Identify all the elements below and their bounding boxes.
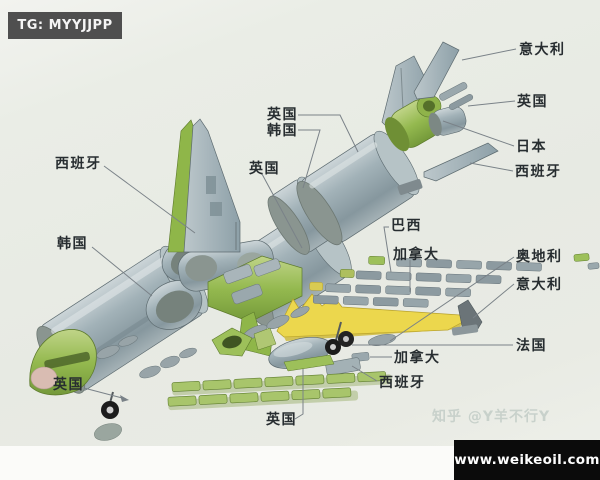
nose-cone-part <box>29 329 97 396</box>
label-brazil: 巴西 <box>391 218 422 234</box>
label-italy-right: 意大利 <box>516 277 563 293</box>
nose-landing-gear <box>94 391 122 441</box>
label-korea-left: 韩国 <box>57 236 88 252</box>
stabilizer-spain-part <box>397 142 499 195</box>
green-wing-parts <box>211 327 335 372</box>
telegram-badge: TG: MYYJJPP <box>8 12 122 39</box>
watermark-text: 知乎 @Y羊不行Y <box>432 409 551 425</box>
small-chips-far-right <box>573 253 600 270</box>
stabilizer-italy-part <box>413 41 460 100</box>
label-spain-lower: 西班牙 <box>379 375 426 391</box>
label-spain-tail: 西班牙 <box>55 156 102 172</box>
main-landing-gear <box>325 321 354 355</box>
spain-plate-part <box>325 357 361 376</box>
label-uk-right: 英国 <box>517 94 548 110</box>
leader-lines <box>83 48 517 420</box>
label-austria: 奥地利 <box>516 249 563 265</box>
label-korea-top: 韩国 <box>267 123 298 139</box>
label-japan: 日本 <box>516 139 547 155</box>
arrowhead-icon <box>120 395 129 402</box>
label-canada-upper: 加拿大 <box>393 247 440 263</box>
label-france: 法国 <box>516 338 547 354</box>
slat-row-upper <box>171 371 393 396</box>
flap-fairings <box>242 306 396 346</box>
label-canada-lower: 加拿大 <box>394 350 441 366</box>
slat-row-lower <box>167 387 359 411</box>
fuselage-panel-rows <box>309 256 542 308</box>
label-uk-nose: 英国 <box>53 377 84 393</box>
label-uk-mid: 英国 <box>249 161 280 177</box>
label-italy-top: 意大利 <box>519 42 566 58</box>
small-strips-uk-right <box>439 82 474 110</box>
label-uk-bottom: 英国 <box>266 412 297 428</box>
label-uk-top: 英国 <box>267 107 298 123</box>
small-parts-near-nose <box>96 335 197 379</box>
label-spain-right: 西班牙 <box>515 164 562 180</box>
website-badge: www.weikeoil.com <box>454 440 600 480</box>
vertical-stabilizer-part <box>167 118 241 253</box>
aft-fuselage-part <box>296 130 420 246</box>
tail-cone-engine-cluster <box>381 55 467 152</box>
gear-strut-part <box>451 299 483 336</box>
